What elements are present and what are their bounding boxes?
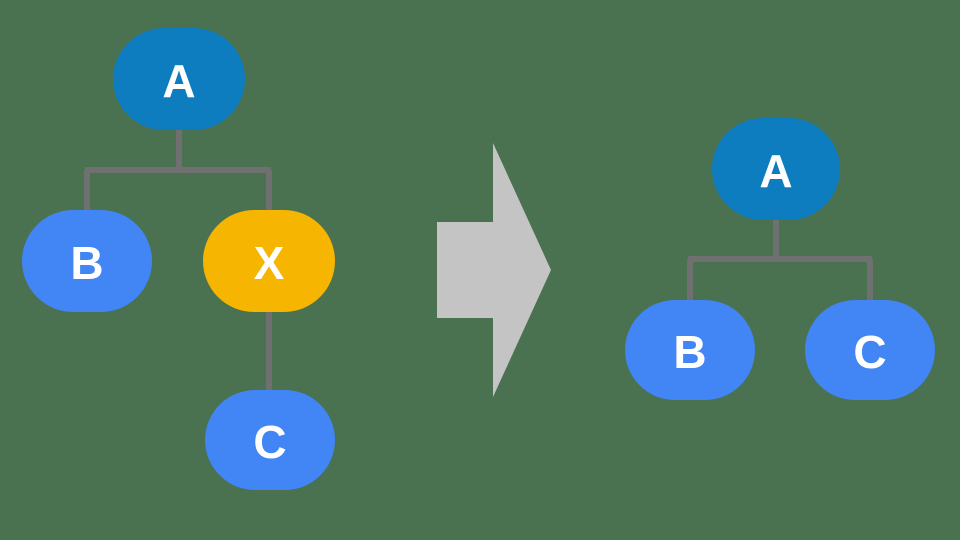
before-node-c[interactable]: C	[205, 390, 335, 490]
before-node-a-shape	[113, 28, 245, 130]
after-edge-a-children	[687, 216, 873, 305]
after-node-a-shape	[712, 118, 840, 220]
before-node-x[interactable]: X	[203, 210, 335, 312]
transformation-arrow	[437, 143, 551, 397]
before-edge-a-children	[84, 126, 272, 215]
after-node-b-shape	[625, 300, 755, 400]
before-tree-group: A B X C	[22, 28, 335, 490]
after-node-a[interactable]: A	[712, 118, 840, 220]
before-node-c-shape	[205, 390, 335, 490]
after-node-b[interactable]: B	[625, 300, 755, 400]
before-node-b-shape	[22, 210, 152, 312]
after-node-c-shape	[805, 300, 935, 400]
after-node-c[interactable]: C	[805, 300, 935, 400]
right-arrow-icon	[437, 143, 551, 397]
before-node-x-shape	[203, 210, 335, 312]
before-node-b[interactable]: B	[22, 210, 152, 312]
after-tree-group: A B C	[625, 118, 935, 400]
before-node-a[interactable]: A	[113, 28, 245, 130]
